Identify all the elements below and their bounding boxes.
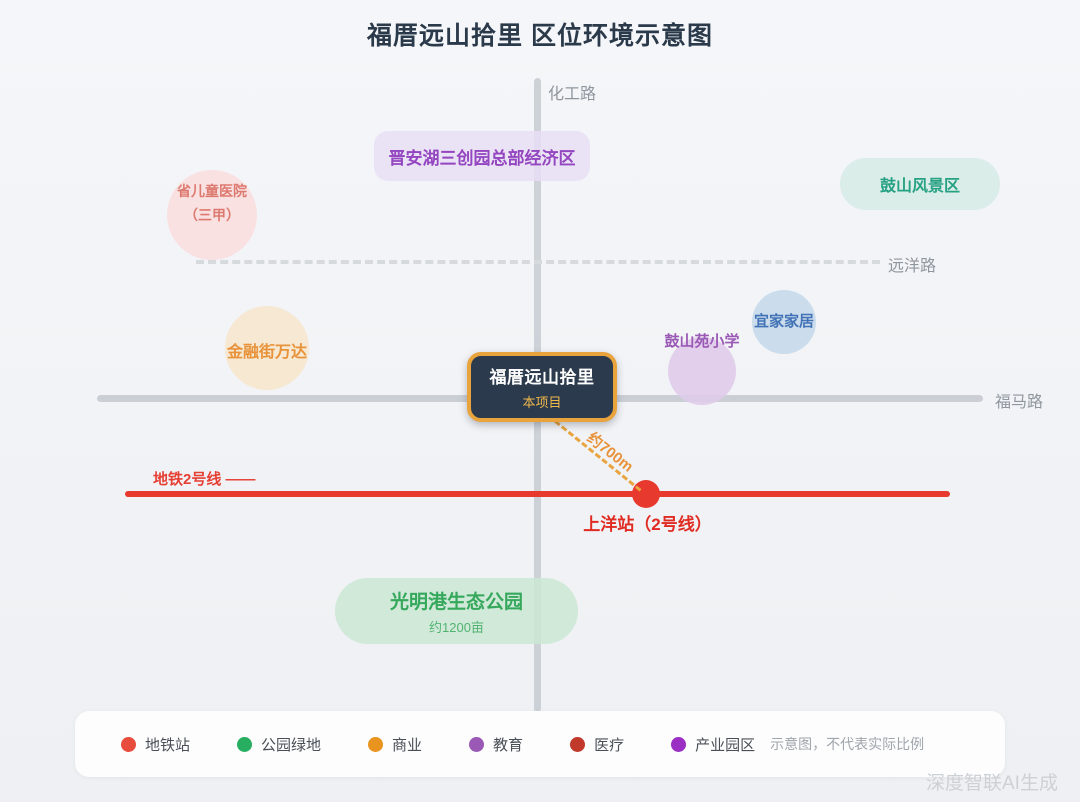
poi-hospital-label: 省儿童医院 （三甲）: [160, 180, 264, 228]
poi-school-circle: [668, 337, 736, 405]
road-label-yuanyang: 远洋路: [888, 258, 937, 275]
legend-item-park: 公园绿地: [237, 734, 321, 755]
legend-label: 商业: [392, 736, 423, 754]
legend-label: 医疗: [594, 736, 625, 754]
medical-legend-dot: [570, 736, 586, 752]
metro-line-label: 地铁2号线 ——: [153, 471, 256, 488]
poi-commercial-label: 金融街万达: [226, 344, 307, 361]
legend-item-medical: 医疗: [570, 734, 624, 755]
commercial-legend-dot: [368, 736, 384, 752]
legend-label: 公园绿地: [261, 736, 322, 754]
legend-item-industrial: 产业园区: [671, 734, 755, 755]
poi-school-label: 鼓山苑小学: [664, 333, 740, 350]
poi-hospital-line2: （三甲）: [184, 206, 240, 223]
legend-label: 教育: [493, 736, 524, 754]
dashed-road-line: [196, 260, 880, 264]
poi-hospital-line1: 省儿童医院: [177, 183, 247, 199]
road-label-huagong: 化工路: [548, 86, 597, 103]
project-badge: 福厝远山拾里 本项目: [467, 352, 617, 422]
legend-item-metro: 地铁站: [121, 734, 190, 755]
metro-station-dot: [632, 480, 660, 508]
legend-item-education: 教育: [469, 734, 523, 755]
project-tag: 本项目: [522, 395, 562, 410]
page-title: 福厝远山拾里 区位环境示意图: [367, 22, 713, 50]
watermark: 深度智联AI生成: [926, 773, 1058, 794]
project-name: 福厝远山拾里: [489, 368, 595, 387]
poi-ikea-circle: [752, 290, 816, 354]
metro-line-2: [125, 491, 950, 497]
road-label-fuma: 福马路: [995, 394, 1044, 411]
legend-item-commercial: 商业: [368, 734, 422, 755]
poi-scenic-area: 鼓山风景区: [840, 158, 1000, 210]
metro-station-label: 上洋站（2号线）: [583, 515, 712, 534]
poi-eco-park-label: 光明港生态公园: [389, 591, 523, 613]
poi-ikea-label: 宜家家居: [753, 313, 814, 330]
poi-commercial-circle: [225, 306, 309, 390]
park-legend-dot: [237, 736, 253, 752]
metro-station-legend-dot: [121, 736, 136, 752]
education-legend-dot: [469, 736, 485, 752]
industrial-legend-dot: [671, 736, 687, 752]
poi-eco-park-area: 约1200亩: [429, 619, 484, 635]
legend-panel: 地铁站 公园绿地 商业 教育 医疗 产业园区 示意图，不代表实际比例: [75, 711, 1005, 777]
legend-label: 地铁站: [145, 736, 191, 754]
poi-industrial-park: 晋安湖三创园总部经济区: [374, 131, 590, 181]
poi-hospital-circle: [167, 170, 257, 260]
poi-eco-park: 光明港生态公园 约1200亩: [335, 578, 578, 644]
legend-note: 示意图，不代表实际比例: [770, 736, 925, 752]
legend-label: 产业园区: [695, 736, 756, 754]
